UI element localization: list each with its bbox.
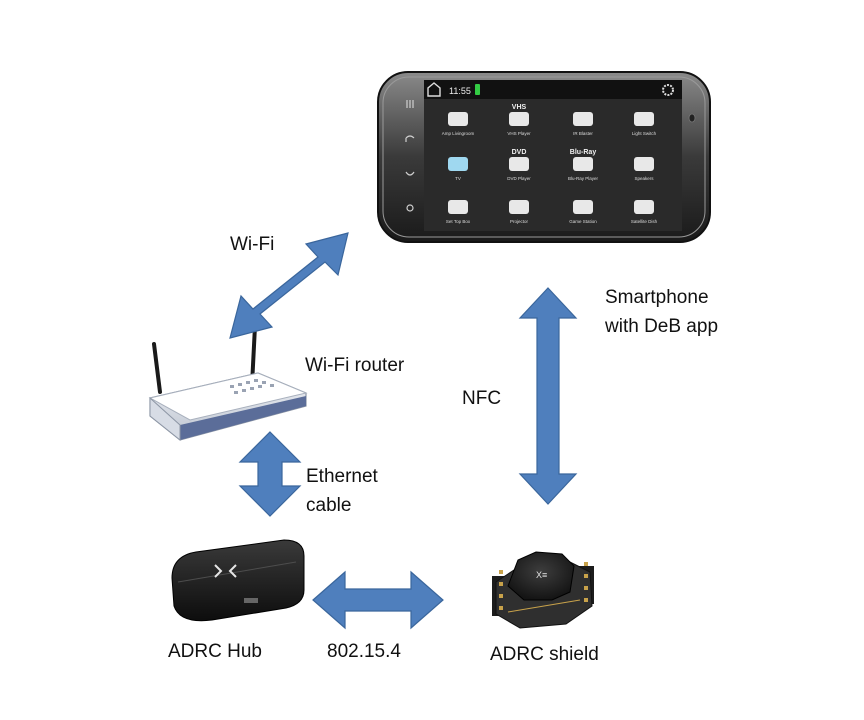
phone-app-label: Light Switch xyxy=(632,131,657,136)
phone-app-label: Amp Livingroom xyxy=(442,131,475,136)
labels: Wi-Fi Wi-Fi router NFC Smartphone with D… xyxy=(168,234,718,665)
back-icon[interactable] xyxy=(405,135,415,142)
phone-app-icon[interactable] xyxy=(634,200,654,214)
phone-app-tile[interactable]: IR Blaster xyxy=(573,112,593,136)
hub-label: ADRC Hub xyxy=(168,641,262,662)
nfc-arrow xyxy=(518,287,578,505)
status-time: 11:55 xyxy=(449,86,471,96)
arrows xyxy=(229,232,578,630)
shield-logo: X≡ xyxy=(536,570,547,580)
zigbee-arrow xyxy=(312,570,444,630)
phone-app-icon[interactable] xyxy=(448,200,468,214)
phone-app-tile[interactable]: Amp Livingroom xyxy=(442,112,475,136)
ethernet-label-line2: cable xyxy=(306,495,351,516)
nfc-label: NFC xyxy=(462,388,501,409)
phone-app-icon[interactable] xyxy=(509,112,529,126)
phone-app-label: Speakers xyxy=(634,176,654,181)
phone-app-tile[interactable]: Light Switch xyxy=(632,112,657,136)
smartphone-label-line1: Smartphone xyxy=(605,287,709,308)
wifi-router-label: Wi-Fi router xyxy=(305,355,405,376)
settings-gear-icon[interactable] xyxy=(662,84,674,96)
smartphone-label-line2: with DeB app xyxy=(604,316,718,337)
battery-icon xyxy=(475,84,480,95)
phone-app-icon[interactable] xyxy=(573,112,593,126)
phone-app-tile[interactable]: Speakers xyxy=(634,157,654,181)
phone-side-keys xyxy=(405,100,415,212)
phone-app-icon[interactable] xyxy=(509,157,529,171)
phone-app-icon[interactable] xyxy=(634,112,654,126)
phone-app-tile[interactable]: VHS VHS Player xyxy=(507,104,531,136)
phone-app-label: Blu-Ray Player xyxy=(568,176,599,181)
phone-app-label: IR Blaster xyxy=(573,131,593,136)
phone-app-tile[interactable]: TV xyxy=(448,157,468,181)
phone-app-tile[interactable]: Set Top Box xyxy=(446,200,471,224)
shield-label: ADRC shield xyxy=(490,644,599,665)
phone-app-grid: Amp Livingroom VHS VHS Player IR Blaster Lig… xyxy=(442,104,658,224)
menu-icon[interactable] xyxy=(406,100,414,108)
protocol-label: 802.15.4 xyxy=(327,641,401,662)
phone-app-label: TV xyxy=(455,176,461,181)
phone-app-icon[interactable] xyxy=(509,200,529,214)
wifi-arrow xyxy=(229,232,349,339)
phone-app-heading: VHS xyxy=(512,104,527,111)
ethernet-arrow xyxy=(238,431,302,517)
phone-app-heading: DVD xyxy=(512,149,527,156)
home-icon[interactable] xyxy=(427,82,441,97)
phone-app-label: DVD Player xyxy=(507,176,531,181)
phone-app-label: Projector xyxy=(510,219,529,224)
phone-app-icon[interactable] xyxy=(448,157,468,171)
home-key-icon[interactable] xyxy=(405,171,415,176)
phone-app-icon[interactable] xyxy=(634,157,654,171)
wifi-router xyxy=(148,324,308,442)
phone-app-label: Satellite Dish xyxy=(631,219,658,224)
ethernet-label-line1: Ethernet xyxy=(306,466,379,487)
adrc-hub xyxy=(171,539,305,622)
phone-app-tile[interactable]: Game Station xyxy=(569,200,597,224)
adrc-shield: X≡ xyxy=(492,551,594,629)
phone-app-label: Game Station xyxy=(569,219,597,224)
phone-app-label: Set Top Box xyxy=(446,219,471,224)
phone-app-heading: Blu-Ray xyxy=(570,149,597,156)
phone-app-tile[interactable]: DVD DVD Player xyxy=(507,149,531,181)
phone-app-tile[interactable]: Projector xyxy=(509,200,529,224)
phone-app-tile[interactable]: Satellite Dish xyxy=(631,200,658,224)
phone-app-icon[interactable] xyxy=(448,112,468,126)
phone-camera xyxy=(688,113,696,123)
smartphone: 11:55 Amp Livingroom VHS VHS Player IR Blas… xyxy=(377,71,711,243)
hub-logo xyxy=(214,564,237,578)
search-key-icon[interactable] xyxy=(406,204,414,212)
wifi-label: Wi-Fi xyxy=(230,234,274,255)
phone-app-icon[interactable] xyxy=(573,157,593,171)
phone-app-label: VHS Player xyxy=(507,131,531,136)
phone-app-icon[interactable] xyxy=(573,200,593,214)
